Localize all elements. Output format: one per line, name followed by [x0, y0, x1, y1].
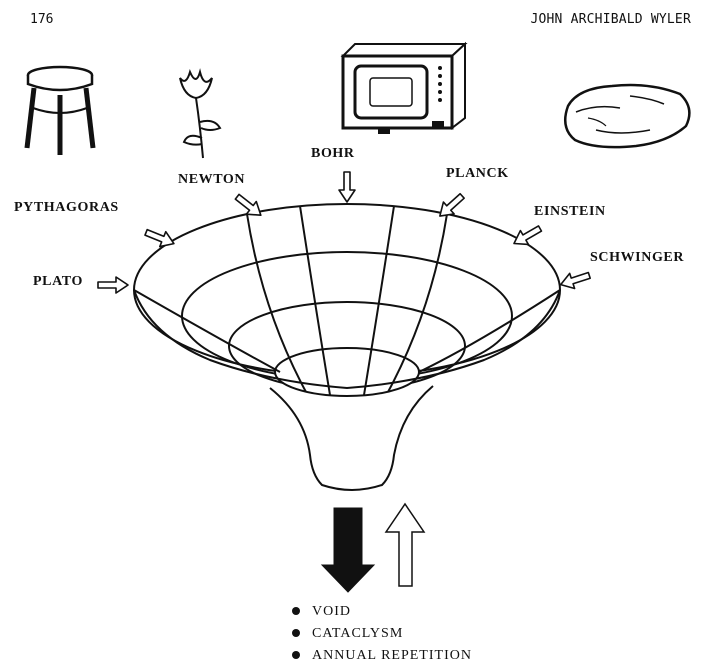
stool-icon: [24, 65, 96, 155]
tulip-icon: [179, 68, 222, 159]
outcome-annual-repetition: ANNUAL REPETITION: [312, 648, 472, 663]
bullet-icon: [292, 628, 300, 637]
rock-icon: [563, 83, 691, 149]
label-planck: PLANCK: [446, 166, 509, 181]
funnel-neck: [269, 385, 434, 491]
label-einstein: EINSTEIN: [534, 204, 606, 219]
outcome-void: VOID: [312, 604, 351, 619]
arrow-plato: [97, 276, 129, 294]
label-newton: NEWTON: [178, 172, 246, 187]
arrow-bohr: [338, 171, 356, 203]
input-arrows: [97, 171, 591, 294]
funnel-bowl: [133, 203, 561, 397]
arrow-einstein: [513, 225, 543, 246]
list-item: VOID: [292, 601, 472, 623]
outcome-cataclysm: CATACLYSM: [312, 626, 404, 641]
label-pythagoras: PYTHAGORAS: [14, 200, 119, 215]
list-item: CATACLYSM: [292, 623, 472, 645]
running-head: JOHN ARCHIBALD WYLER: [530, 12, 691, 27]
arrow-schwinger: [559, 271, 591, 290]
bullet-icon: [292, 650, 300, 659]
label-schwinger: SCHWINGER: [590, 250, 685, 265]
arrow-newton: [234, 193, 262, 217]
outflow-arrow: [320, 507, 376, 593]
arrow-pythagoras: [144, 228, 175, 248]
return-arrow: [384, 502, 426, 587]
television-icon: [340, 41, 468, 134]
label-bohr: BOHR: [311, 146, 355, 161]
page-number: 176: [30, 12, 54, 27]
bullet-icon: [292, 606, 300, 615]
arrow-planck: [439, 192, 465, 217]
outcome-list: VOID CATACLYSM ANNUAL REPETITION: [292, 601, 472, 667]
list-item: ANNUAL REPETITION: [292, 645, 472, 667]
label-plato: PLATO: [33, 274, 83, 289]
